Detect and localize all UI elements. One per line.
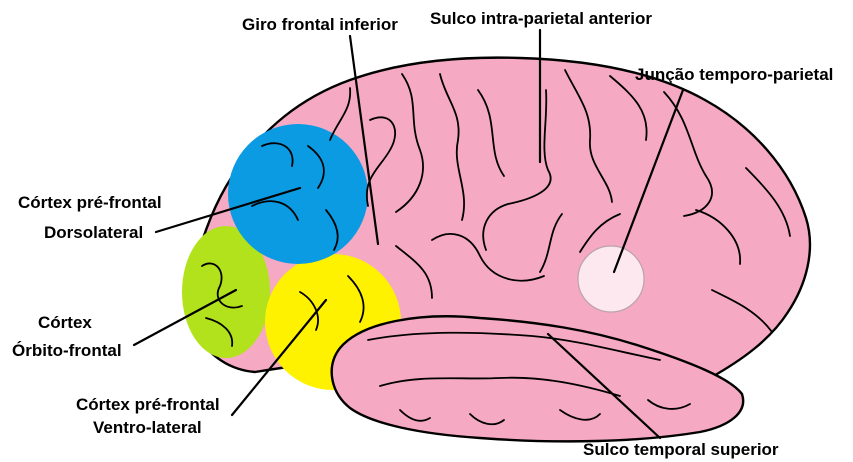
label-cortex-dorsolateral-line1: Córtex pré-frontal [18, 193, 162, 212]
label-cortex-ventrolateral-line1: Córtex pré-frontal [76, 395, 220, 414]
label-cortex-dorsolateral-line2: Dorsolateral [44, 223, 143, 242]
label-cortex-orbito-line1: Córtex [38, 313, 92, 332]
label-cortex-ventrolateral-line2: Ventro-lateral [93, 418, 202, 437]
label-sulco-intra-parietal-anterior: Sulco intra-parietal anterior [430, 9, 652, 28]
temporo-parietal-region [578, 246, 644, 312]
label-juncao-temporo-parietal: Junção temporo-parietal [635, 65, 833, 84]
label-sulco-temporal-superior: Sulco temporal superior [583, 440, 779, 459]
label-cortex-orbito-line2: Órbito-frontal [12, 341, 122, 360]
dorsolateral-region [228, 124, 368, 264]
label-giro-frontal-inferior: Giro frontal inferior [242, 15, 398, 34]
